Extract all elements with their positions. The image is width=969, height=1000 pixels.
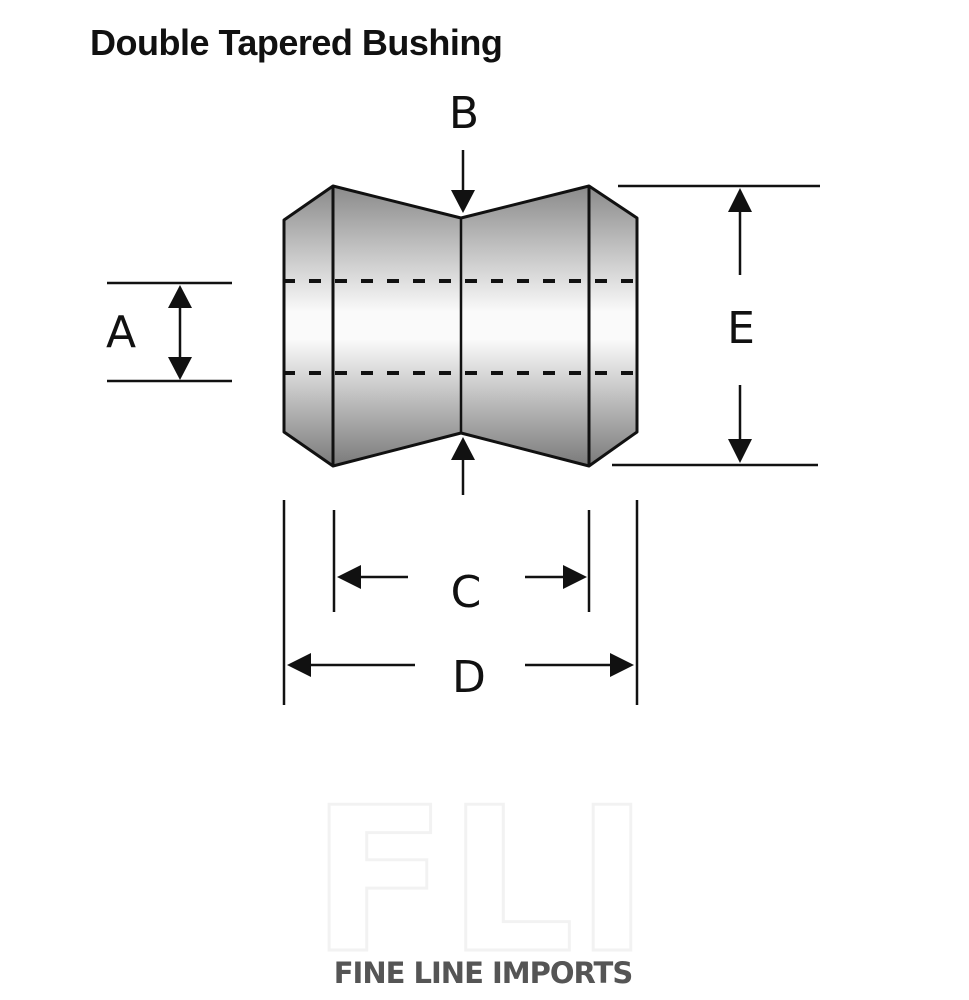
label-c: C	[451, 567, 482, 618]
dimension-c	[332, 510, 591, 612]
dimension-a	[107, 281, 232, 383]
watermark-logo: FLI	[309, 764, 650, 1000]
dimension-e	[612, 184, 820, 467]
label-b: B	[449, 88, 479, 139]
label-a: A	[106, 307, 136, 358]
watermark-brand: FINE LINE IMPORTS	[334, 956, 632, 990]
label-e: E	[727, 303, 755, 354]
svg-text:FLI: FLI	[311, 765, 649, 998]
diagram-title: Double Tapered Bushing	[90, 22, 503, 63]
bore-hidden-lines	[283, 279, 637, 375]
dimension-d	[282, 500, 639, 705]
bushing-body	[282, 184, 639, 468]
dimension-b	[451, 150, 475, 495]
label-d: D	[452, 652, 486, 703]
